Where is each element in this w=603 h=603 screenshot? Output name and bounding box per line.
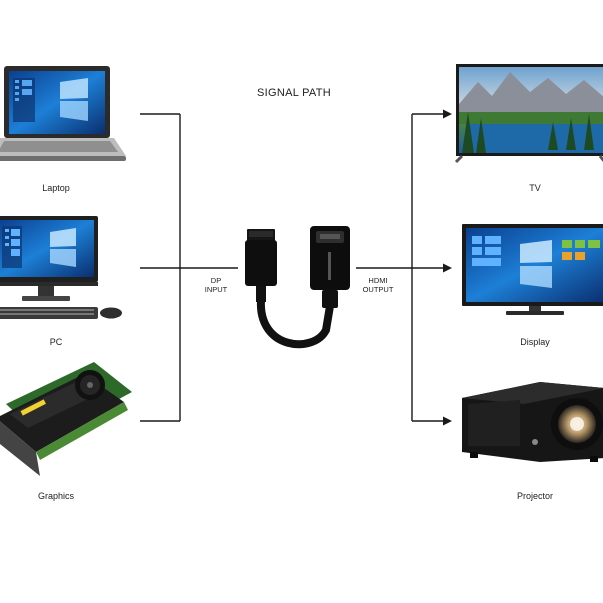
laptop-icon bbox=[0, 66, 126, 161]
desktop-pc-icon bbox=[0, 216, 122, 319]
output-port-label: HDMI OUTPUT bbox=[358, 276, 398, 294]
diagram-title: SIGNAL PATH bbox=[257, 87, 331, 99]
output-label-display: Display bbox=[520, 337, 550, 347]
source-label-laptop: Laptop bbox=[42, 183, 70, 193]
source-label-pc: PC bbox=[49, 337, 63, 347]
output-port-label-line1: HDMI bbox=[368, 276, 388, 285]
output-label-projector: Projector bbox=[516, 491, 553, 501]
input-port-label-line2: INPUT bbox=[204, 285, 228, 294]
source-label-graphics: Graphics bbox=[37, 491, 74, 501]
monitor-icon bbox=[462, 224, 603, 315]
graphics-card-icon bbox=[0, 362, 132, 476]
tv-icon bbox=[454, 64, 603, 164]
output-connector-lines bbox=[356, 113, 446, 422]
output-arrowheads bbox=[443, 109, 452, 426]
projector-icon bbox=[462, 382, 603, 462]
input-port-label: DP INPUT bbox=[196, 276, 236, 294]
output-label-tv: TV bbox=[529, 183, 541, 193]
dp-to-hdmi-adapter-icon bbox=[245, 226, 350, 349]
output-port-label-line2: OUTPUT bbox=[362, 285, 394, 294]
input-port-label-line1: DP bbox=[210, 276, 222, 285]
input-connector-lines bbox=[140, 113, 238, 422]
